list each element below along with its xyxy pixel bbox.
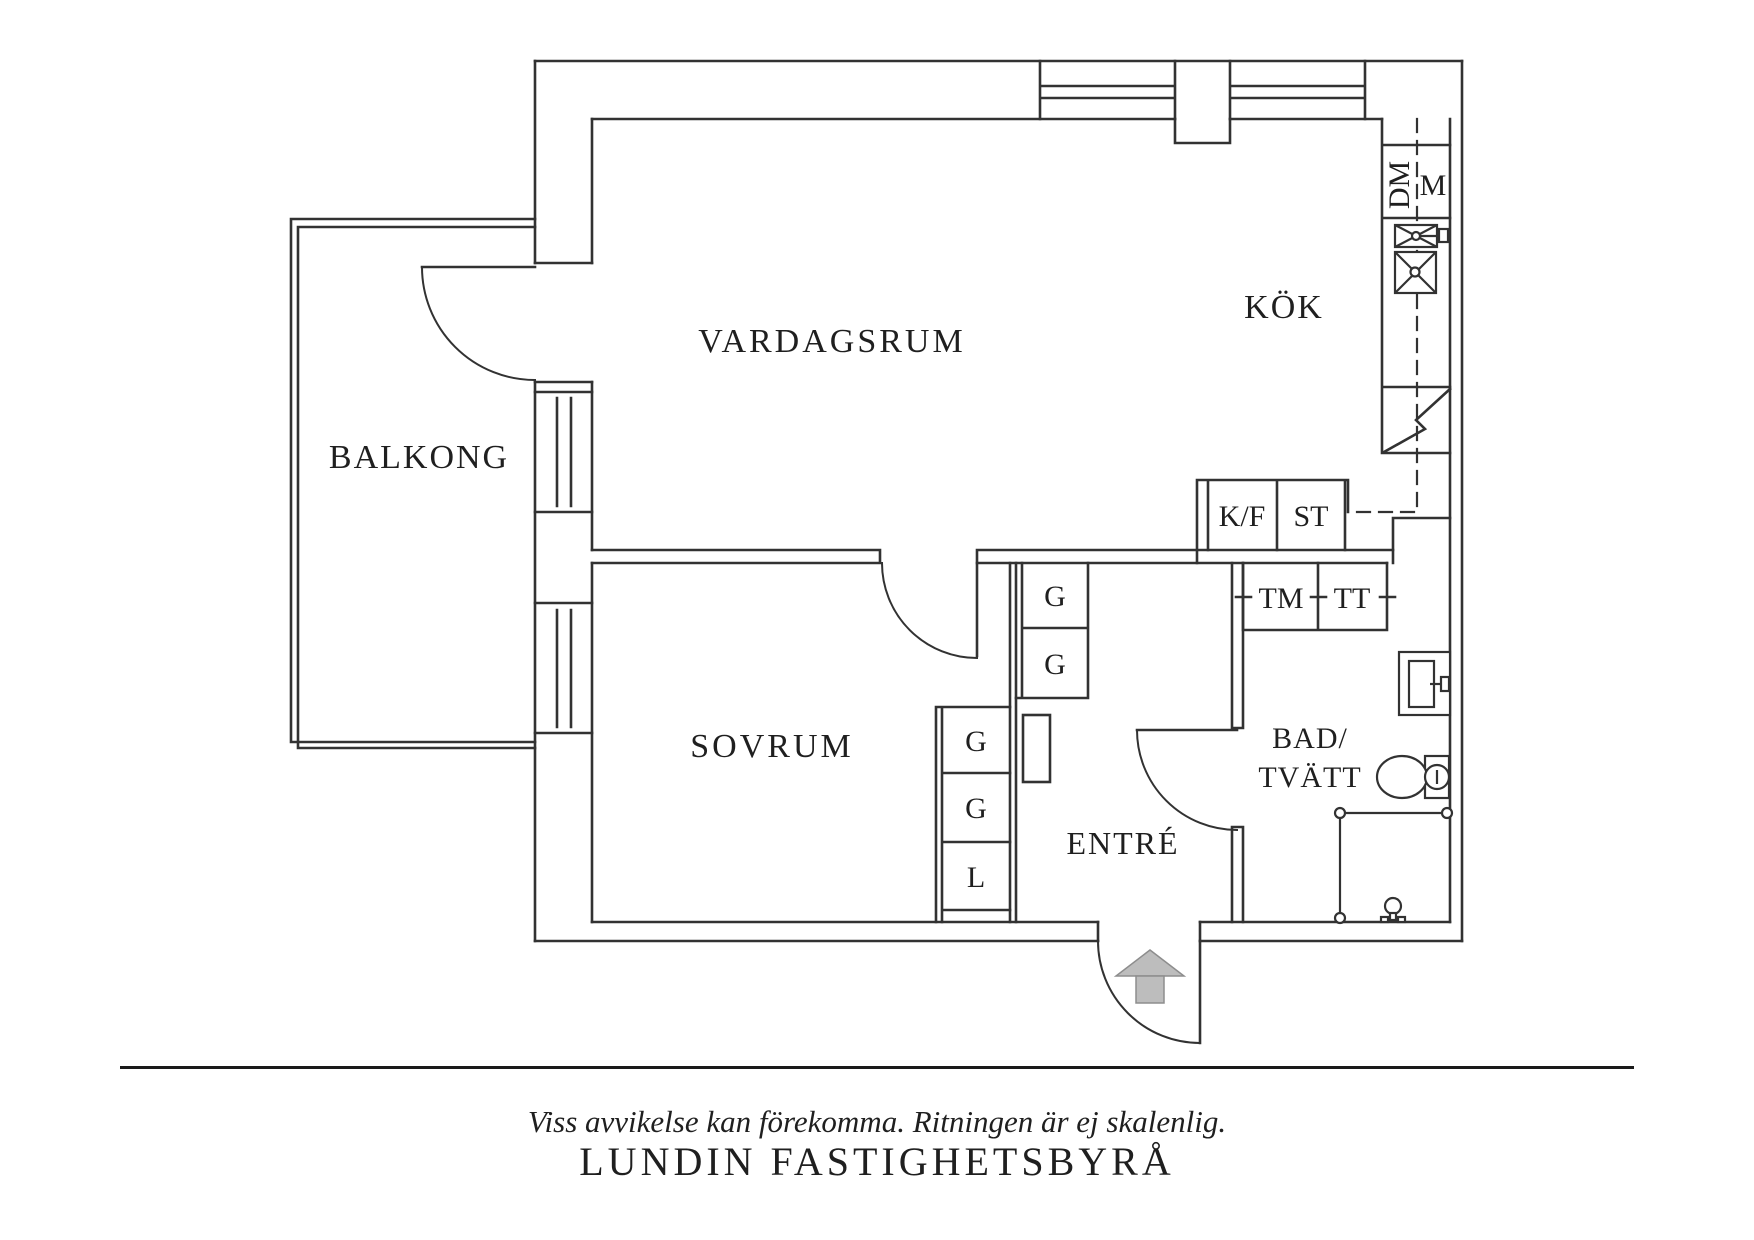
label-kitchen: KÖK (1244, 289, 1324, 326)
bathroom-door (1135, 728, 1239, 832)
hall-cabinet (1021, 713, 1052, 784)
label-micro: M (1420, 169, 1447, 202)
bedroom-door-swing-arc (880, 561, 979, 660)
label-living-room: VARDAGSRUM (698, 323, 965, 360)
label-wardrobe-4: G (965, 792, 987, 825)
label-balcony: BALKONG (329, 439, 509, 476)
balcony-door (420, 261, 594, 384)
bath-ne-step (1391, 516, 1452, 565)
washbasin-symbol (1397, 650, 1452, 717)
room-labels: BALKONG VARDAGSRUM KÖK SOVRUM ENTRÉ BAD/… (329, 289, 1361, 861)
label-washer: TM (1259, 582, 1304, 615)
label-tall-cabinet: ST (1293, 500, 1328, 533)
window-pier-stub (1173, 117, 1232, 145)
entrance-door (1096, 920, 1202, 1045)
fixtures (1333, 223, 1454, 925)
label-dishwasher: DM (1383, 161, 1416, 209)
label-wardrobe-3: G (965, 725, 987, 758)
window-top-kitchen (1228, 59, 1367, 121)
label-bath-line2: TVÄTT (1258, 761, 1361, 794)
label-wardrobe-1: G (1044, 580, 1066, 613)
label-entry: ENTRÉ (1066, 825, 1179, 861)
entrance-arrow-icon (1113, 949, 1187, 1004)
footer: Viss avvikelse kan förekomma. Ritningen … (120, 1066, 1634, 1184)
entrance-door-swing-arc (1096, 939, 1202, 1045)
window-bedroom (533, 601, 594, 735)
balcony-door-swing-arc (420, 265, 537, 382)
walls (289, 59, 1464, 1045)
fixture-labels: DM M K/F ST TM TT G G G G L (965, 161, 1446, 894)
window-balcony-living (533, 390, 594, 514)
wall-bedroom-north (590, 548, 1395, 565)
wall-hall-west (1008, 561, 1018, 924)
counter-break-symbol (1382, 387, 1452, 454)
fridge-cabinet-block (1195, 478, 1350, 565)
shower-enclosure (1333, 806, 1454, 925)
kitchen-sink-symbol (1393, 223, 1450, 249)
kitchen-overhead-cabinet-dashed (1346, 117, 1419, 514)
closet-block-bedroom (934, 705, 1012, 924)
label-linen-closet: L (967, 861, 985, 894)
label-bedroom: SOVRUM (690, 728, 853, 765)
toilet-symbol (1375, 754, 1451, 800)
label-dryer: TT (1334, 582, 1371, 615)
shower-mixer-symbol (1379, 896, 1407, 924)
label-wardrobe-2: G (1044, 648, 1066, 681)
footer-brand: LUNDIN FASTIGHETSBYRÅ (579, 1139, 1174, 1184)
label-fridge-freezer: K/F (1219, 500, 1266, 533)
footer-disclaimer: Viss avvikelse kan förekomma. Ritningen … (528, 1104, 1226, 1139)
label-bath-line1: BAD/ (1272, 722, 1348, 755)
bedroom-door (880, 561, 979, 660)
footer-divider (120, 1066, 1634, 1069)
balcony-railing (289, 217, 537, 750)
bathroom-door-swing-arc (1135, 728, 1239, 832)
closet-block-hall (1014, 561, 1090, 784)
window-top-living (1038, 59, 1177, 121)
wall-bath-west (1230, 561, 1245, 924)
stove-symbol (1393, 250, 1438, 295)
